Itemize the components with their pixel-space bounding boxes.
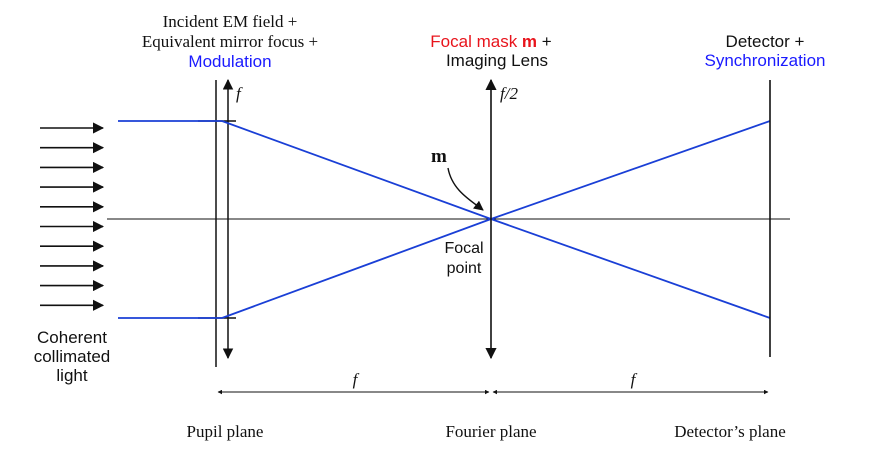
imaging-lens-label: Imaging Lens	[446, 51, 548, 70]
pupil-plane-label: Pupil plane	[187, 422, 264, 441]
ray-bottom-to-focus	[221, 218, 492, 319]
mask-pointer-label: m	[431, 146, 447, 167]
focal-point-label-line1: Focal	[444, 240, 483, 257]
distance-f-left: f	[353, 370, 360, 389]
ray-focus-to-detector-bottom	[490, 218, 771, 319]
incident-label-line3: Modulation	[188, 52, 271, 71]
focal-mask-text: Focal mask	[430, 32, 522, 51]
pupil-f-label: f	[236, 84, 243, 103]
incident-light-arrows	[40, 122, 105, 311]
ray-top-to-focus	[221, 120, 492, 220]
focal-mask-symbol: m	[522, 32, 537, 51]
detector-label-line2: Synchronization	[705, 51, 826, 70]
lens-f-half-label: f/2	[500, 84, 518, 103]
mask-pointer-arrow	[447, 167, 484, 211]
light-label-line1: Coherent	[37, 328, 107, 347]
light-label-line3: light	[56, 366, 87, 385]
focal-mask-label: Focal mask m +	[430, 32, 551, 51]
focal-point-label-line2: point	[447, 260, 482, 277]
detector-label-line1: Detector +	[726, 32, 805, 51]
fourier-plane-label: Fourier plane	[445, 422, 536, 441]
distance-f-right: f	[631, 370, 638, 389]
ray-focus-to-detector-top	[490, 120, 771, 220]
detector-plane-label: Detector’s plane	[674, 422, 786, 441]
incident-label-line1: Incident EM field +	[163, 12, 298, 31]
focal-mask-plus: +	[537, 32, 552, 51]
light-label-line2: collimated	[34, 347, 111, 366]
incident-label-line2: Equivalent mirror focus +	[142, 32, 318, 51]
